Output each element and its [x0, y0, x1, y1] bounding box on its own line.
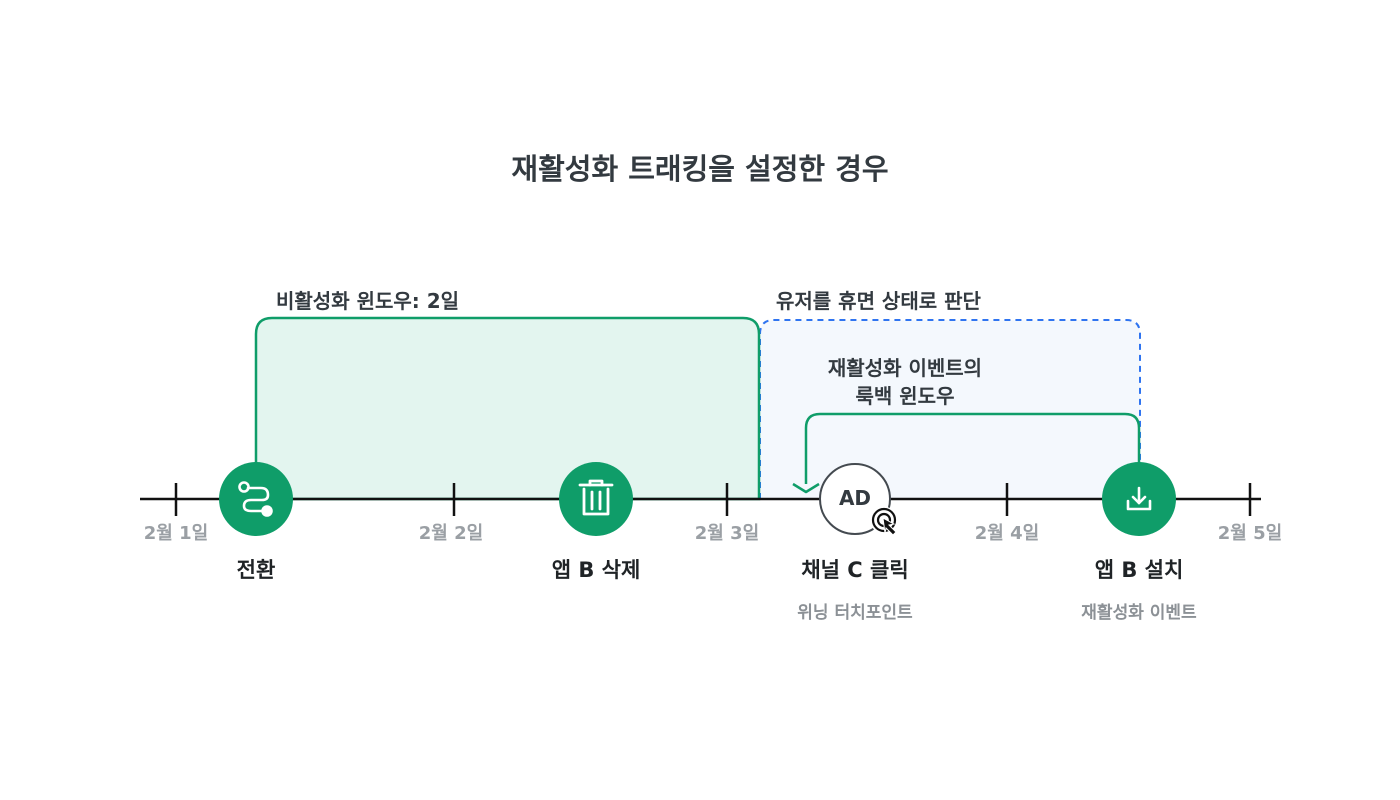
click-label: 채널 C 클릭: [801, 558, 909, 582]
delete-node: [559, 462, 633, 536]
dormant-window: [759, 319, 1141, 500]
delete-label: 앱 B 삭제: [551, 558, 641, 582]
tick-label: 2월 1일: [143, 523, 209, 544]
tick-label: 2월 4일: [974, 523, 1040, 544]
trash-icon: [578, 479, 614, 516]
lookback-label-line2: 룩백 윈도우: [855, 384, 955, 408]
lookback-window-bracket: [804, 412, 1141, 484]
lookback-label-line1: 재활성화 이벤트의: [827, 356, 983, 380]
tick-label: 2월 5일: [1217, 523, 1283, 544]
tick-label: 2월 2일: [418, 523, 484, 544]
lookback-arrow-head: [792, 482, 820, 494]
download-icon: [1126, 486, 1152, 511]
tick-label: 2월 3일: [694, 523, 760, 544]
conversion-route-icon: [238, 481, 273, 517]
install-sublabel: 재활성화 이벤트: [1081, 603, 1197, 623]
conversion-label: 전환: [236, 558, 276, 582]
ad-badge: AD: [838, 486, 872, 510]
install-label: 앱 B 설치: [1094, 558, 1184, 582]
click-sublabel: 위닝 터치포인트: [797, 603, 913, 623]
diagram-title: 재활성화 트래킹을 설정한 경우: [511, 152, 889, 186]
click-cursor-icon: [871, 507, 899, 536]
dormant-window-label: 유저를 휴면 상태로 판단: [776, 289, 981, 313]
lookback-window-label: 재활성화 이벤트의 룩백 윈도우: [790, 354, 1020, 410]
inactivity-window: [254, 316, 761, 501]
inactivity-window-label: 비활성화 윈도우: 2일: [276, 289, 460, 313]
